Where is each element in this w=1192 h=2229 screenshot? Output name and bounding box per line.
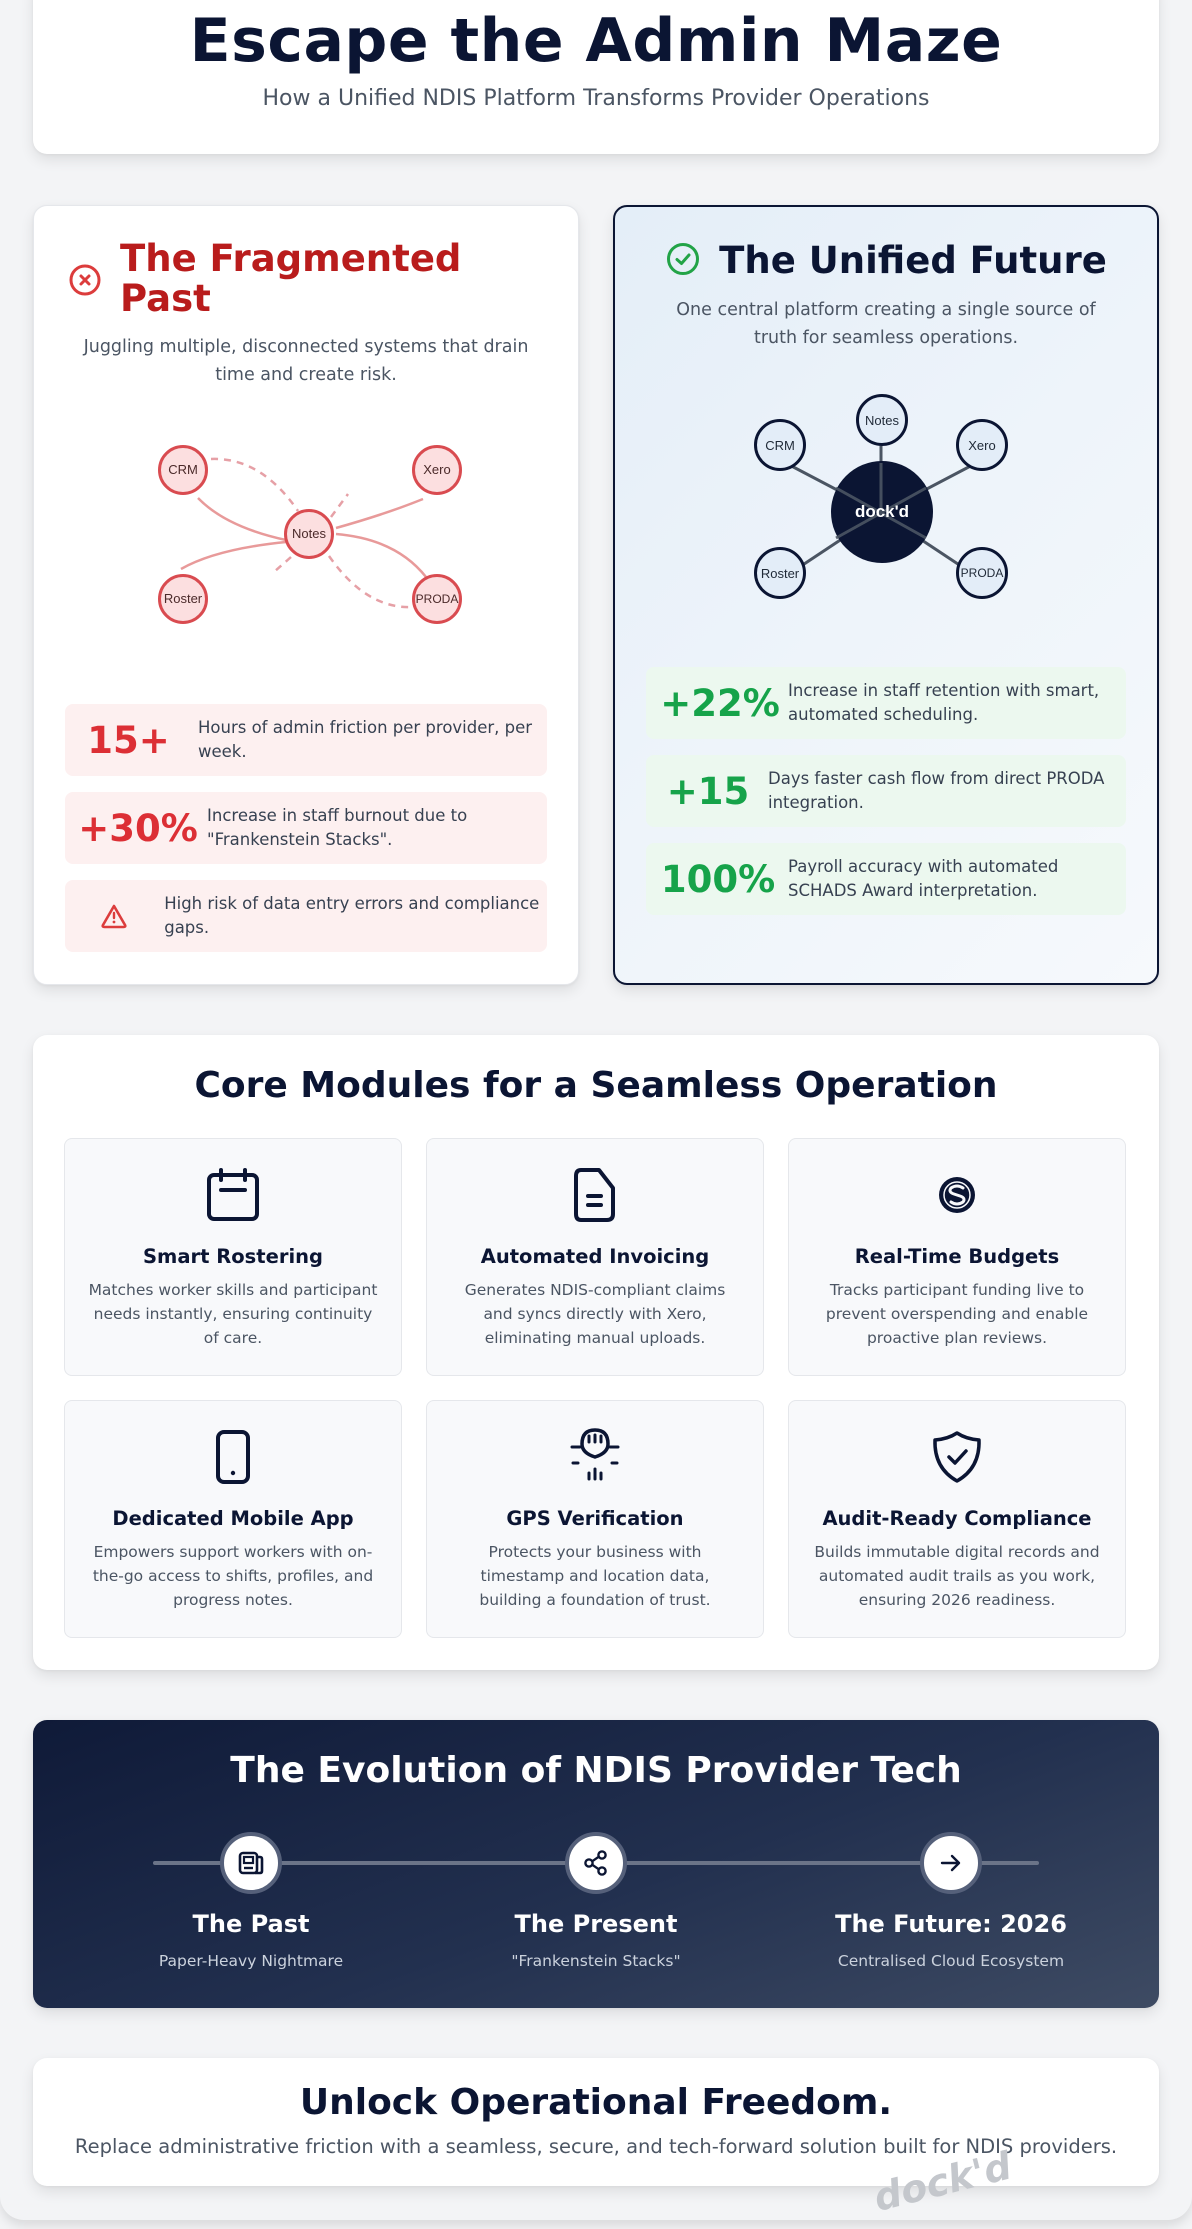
arrow-right-icon <box>920 1832 982 1894</box>
newspaper-icon <box>220 1832 282 1894</box>
calendar-icon <box>65 1167 401 1223</box>
unified-hub-diagram: dock'd Notes CRM Xero Roster PRODA <box>716 388 1056 608</box>
stage-text: "Frankenstein Stacks" <box>511 1952 681 1970</box>
stat-value: +15 <box>666 769 750 813</box>
stat-value: +30% <box>78 806 198 850</box>
stat-item: +15 Days faster cash flow from direct PR… <box>646 755 1126 827</box>
stat-item: High risk of data entry errors and compl… <box>65 880 547 952</box>
warning-triangle-icon <box>65 903 162 929</box>
modules-title: Core Modules for a Seamless Operation <box>194 1065 998 1106</box>
node-proda: PRODA <box>412 573 462 624</box>
module-card: Dedicated Mobile App Empowers support wo… <box>64 1400 402 1638</box>
dockd-hub: dock'd <box>831 461 933 563</box>
node-proda: PRODA <box>956 547 1008 599</box>
future-title: The Unified Future <box>719 239 1107 282</box>
module-title: Dedicated Mobile App <box>112 1507 354 1530</box>
check-circle-icon <box>665 241 701 281</box>
module-card: Audit-Ready Compliance Builds immutable … <box>788 1400 1126 1638</box>
stat-text: Increase in staff burnout due to "Franke… <box>207 806 468 849</box>
stage-title: The Future: 2026 <box>835 1910 1067 1938</box>
call-to-action-section: Unlock Operational Freedom. Replace admi… <box>33 2058 1159 2186</box>
past-description: Juggling multiple, disconnected systems … <box>83 336 529 385</box>
node-crm: CRM <box>158 444 208 495</box>
stage-title: The Present <box>514 1910 678 1938</box>
stat-text: Hours of admin friction per provider, pe… <box>198 718 533 761</box>
past-stats: 15+ Hours of admin friction per provider… <box>65 704 547 968</box>
stat-value: +22% <box>660 681 780 725</box>
stat-item: 15+ Hours of admin friction per provider… <box>65 704 547 776</box>
module-card: GPS Verification Protects your business … <box>426 1400 764 1638</box>
node-roster: Roster <box>158 573 208 624</box>
module-title: Automated Invoicing <box>480 1245 710 1268</box>
module-text: Tracks participant funding live to preve… <box>825 1281 1089 1347</box>
cta-title: Unlock Operational Freedom. <box>299 2082 893 2123</box>
module-card: Automated Invoicing Generates NDIS-compl… <box>426 1138 764 1376</box>
stat-text: Days faster cash flow from direct PRODA … <box>768 769 1105 812</box>
node-notes: Notes <box>284 508 334 559</box>
node-crm: CRM <box>754 419 806 471</box>
core-modules-section: Core Modules for a Seamless Operation Sm… <box>33 1035 1159 1670</box>
stage-text: Paper-Heavy Nightmare <box>158 1952 344 1970</box>
module-title: GPS Verification <box>506 1507 684 1530</box>
cta-text: Replace administrative friction with a s… <box>74 2135 1118 2158</box>
timeline-stage-past: The Past Paper-Heavy Nightmare <box>101 1832 401 1970</box>
stat-text: High risk of data entry errors and compl… <box>164 894 540 937</box>
node-xero: Xero <box>412 444 462 495</box>
stat-item: +30% Increase in staff burnout due to "F… <box>65 792 547 864</box>
x-circle-icon <box>68 263 102 301</box>
stage-title: The Past <box>192 1910 310 1938</box>
evolution-timeline-section: The Evolution of NDIS Provider Tech The … <box>33 1720 1159 2008</box>
module-text: Matches worker skills and participant ne… <box>88 1281 378 1347</box>
node-roster: Roster <box>754 547 806 599</box>
module-title: Audit-Ready Compliance <box>822 1507 1092 1530</box>
module-card: Real-Time Budgets Tracks participant fun… <box>788 1138 1126 1376</box>
shield-check-icon <box>789 1429 1125 1485</box>
future-stats: +22% Increase in staff retention with sm… <box>646 667 1126 931</box>
module-text: Empowers support workers with on-the-go … <box>92 1543 374 1609</box>
share-nodes-icon <box>565 1832 627 1894</box>
document-icon <box>427 1167 763 1223</box>
page-subtitle: How a Unified NDIS Platform Transforms P… <box>262 86 930 111</box>
past-title: The Fragmented Past <box>120 237 462 320</box>
module-card: Smart Rostering Matches worker skills an… <box>64 1138 402 1376</box>
stage-text: Centralised Cloud Ecosystem <box>837 1952 1065 1970</box>
module-text: Protects your business with timestamp an… <box>479 1543 711 1609</box>
module-title: Smart Rostering <box>143 1245 323 1268</box>
module-title: Real-Time Budgets <box>854 1245 1060 1268</box>
evolution-title: The Evolution of NDIS Provider Tech <box>230 1750 962 1791</box>
stat-value: 100% <box>660 857 776 901</box>
unified-future-card: The Unified Future One central platform … <box>613 205 1159 985</box>
module-text: Builds immutable digital records and aut… <box>814 1543 1100 1609</box>
module-text: Generates NDIS-compliant claims and sync… <box>464 1281 726 1347</box>
dollar-circle-icon <box>789 1167 1125 1223</box>
stat-value: 15+ <box>87 718 170 762</box>
stat-item: +22% Increase in staff retention with sm… <box>646 667 1126 739</box>
stat-item: 100% Payroll accuracy with automated SCH… <box>646 843 1126 915</box>
gps-pin-icon <box>427 1428 763 1485</box>
stat-text: Increase in staff retention with smart, … <box>788 681 1100 724</box>
node-xero: Xero <box>956 419 1008 471</box>
page-title: Escape the Admin Maze <box>189 6 1003 76</box>
fragmented-systems-diagram: CRM Xero Roster PRODA Notes <box>136 429 476 639</box>
timeline-stage-present: The Present "Frankenstein Stacks" <box>446 1832 746 1970</box>
node-notes: Notes <box>856 394 908 446</box>
fragmented-past-card: The Fragmented Past Juggling multiple, d… <box>33 205 579 985</box>
hero-header: Escape the Admin Maze How a Unified NDIS… <box>33 0 1159 154</box>
timeline-stage-future: The Future: 2026 Centralised Cloud Ecosy… <box>801 1832 1101 1970</box>
future-description: One central platform creating a single s… <box>676 300 1096 348</box>
stat-text: Payroll accuracy with automated SCHADS A… <box>788 857 1059 900</box>
mobile-phone-icon <box>65 1429 401 1485</box>
